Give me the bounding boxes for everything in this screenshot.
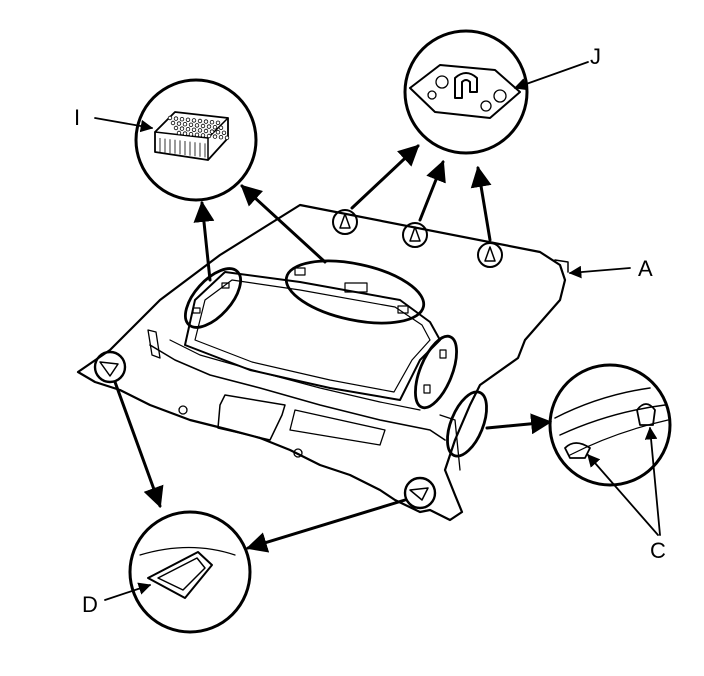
headliner-panel: [76, 203, 569, 522]
arrow-to-d-left: [113, 380, 164, 508]
highlight-i-left: [184, 267, 242, 329]
clip-j-1: [332, 209, 358, 235]
clip-d-right: [403, 476, 437, 510]
clip-j-3: [477, 242, 503, 268]
detail-circle-c: [548, 363, 672, 487]
clip-d-left: [93, 350, 127, 384]
leader-i: [94, 117, 154, 133]
leader-a: [568, 265, 631, 279]
arrow-to-j-2: [418, 160, 446, 222]
detail-circle-j: [403, 29, 529, 155]
arrow-to-j-3: [470, 165, 492, 242]
detail-circle-d: [128, 510, 252, 634]
leader-c-1: [587, 454, 659, 536]
arrow-to-i-left: [193, 200, 215, 282]
arrow-to-j-1: [350, 144, 420, 210]
label-a: A: [638, 256, 653, 281]
arrow-to-i-center: [240, 184, 327, 264]
clip-j-2: [402, 222, 428, 248]
label-j: J: [590, 44, 601, 69]
label-c: C: [650, 538, 666, 563]
leader-lines: [94, 61, 661, 601]
arrows: [113, 144, 553, 553]
leader-c-2: [644, 426, 661, 536]
highlight-right-clips: [414, 334, 458, 410]
label-i: I: [74, 105, 80, 130]
leader-j: [513, 61, 589, 91]
arrow-to-d-right: [245, 498, 407, 553]
highlight-i-center: [284, 259, 426, 325]
detail-circle-i: [134, 78, 258, 202]
arrow-to-c: [485, 413, 553, 435]
label-d: D: [82, 592, 98, 617]
leader-d: [104, 582, 152, 601]
highlight-c: [446, 390, 488, 458]
